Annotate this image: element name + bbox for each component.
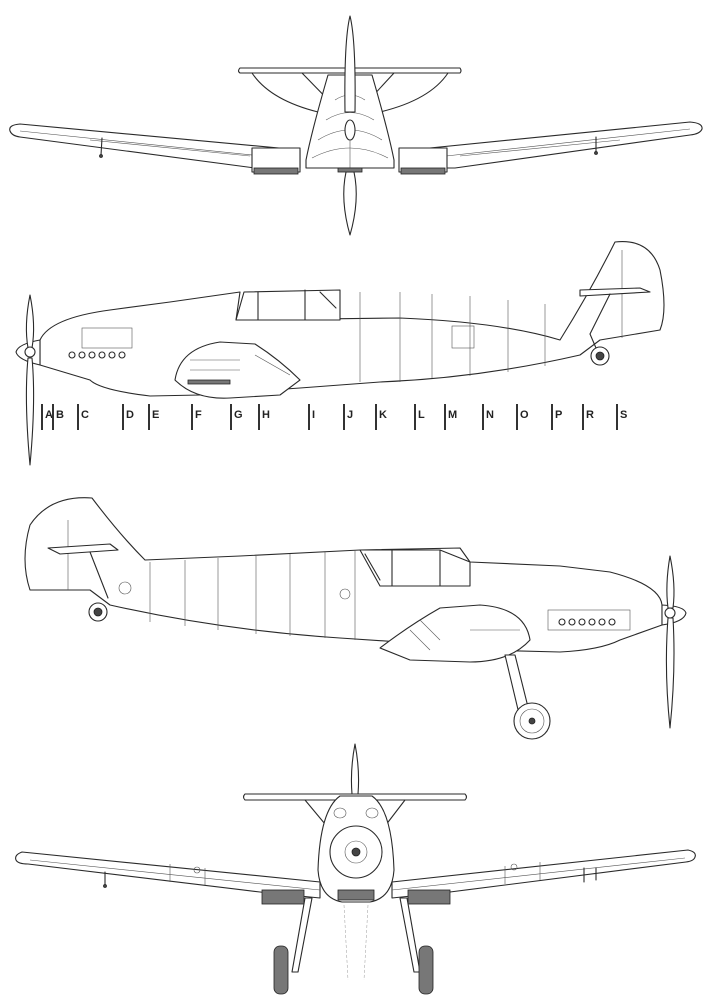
left-side-view-drawing [15, 241, 665, 466]
exhaust-stubs [68, 351, 126, 359]
station-marker: B [52, 404, 64, 430]
spinner-hub [351, 847, 361, 857]
tail-wheel [344, 119, 356, 141]
station-marker: C [77, 404, 89, 430]
station-marker: H [258, 404, 270, 430]
propeller-blade [343, 171, 357, 236]
station-marker: R [582, 404, 594, 430]
wing-root-right [379, 604, 531, 663]
left-main-wheel [273, 945, 289, 995]
station-marker: F [191, 404, 202, 430]
left-side-view [0, 230, 711, 470]
propeller-right [666, 555, 675, 609]
station-marker: J [343, 404, 353, 430]
tailplane-left [579, 287, 651, 297]
station-marker: L [414, 404, 425, 430]
left-gear-strut [291, 897, 313, 973]
station-marker: K [375, 404, 387, 430]
station-marker: E [148, 404, 159, 430]
front-fin [350, 743, 360, 795]
fuselage-side-right [24, 497, 663, 653]
front-view [0, 740, 711, 1000]
station-marker: G [230, 404, 243, 430]
right-radiator-grille [400, 167, 446, 175]
station-marker: A [41, 404, 53, 430]
station-marker: N [482, 404, 494, 430]
fin [344, 15, 356, 113]
station-marker: O [516, 404, 529, 430]
front-right-wing [391, 849, 696, 899]
right-gear-strut [399, 897, 421, 973]
right-wing [409, 121, 703, 169]
left-radiator-grille [253, 167, 299, 175]
right-main-wheel [418, 945, 434, 995]
left-wing [9, 123, 301, 169]
fuselage-side-left [39, 241, 665, 397]
right-side-view-drawing [24, 497, 687, 740]
rear-view-drawing [9, 15, 703, 236]
roundel-outline [118, 581, 132, 595]
access-hatch [451, 325, 475, 349]
front-left-radiator [261, 889, 305, 905]
chin-intake [337, 889, 375, 901]
station-marker: P [551, 404, 562, 430]
front-right-radiator [407, 889, 451, 905]
station-marker: M [444, 404, 457, 430]
right-side-view [0, 490, 711, 740]
rear-view [0, 0, 711, 240]
front-left-wing [15, 851, 321, 899]
station-marker: S [616, 404, 627, 430]
station-marker: I [308, 404, 315, 430]
propeller-left [25, 294, 35, 349]
engine-panel [81, 327, 133, 349]
exhaust-stubs-right [558, 618, 616, 626]
tailplane-right [47, 543, 119, 555]
front-view-drawing [15, 743, 696, 995]
canopy-left [235, 289, 341, 321]
station-marker: D [122, 404, 134, 430]
canopy-right [359, 549, 471, 587]
